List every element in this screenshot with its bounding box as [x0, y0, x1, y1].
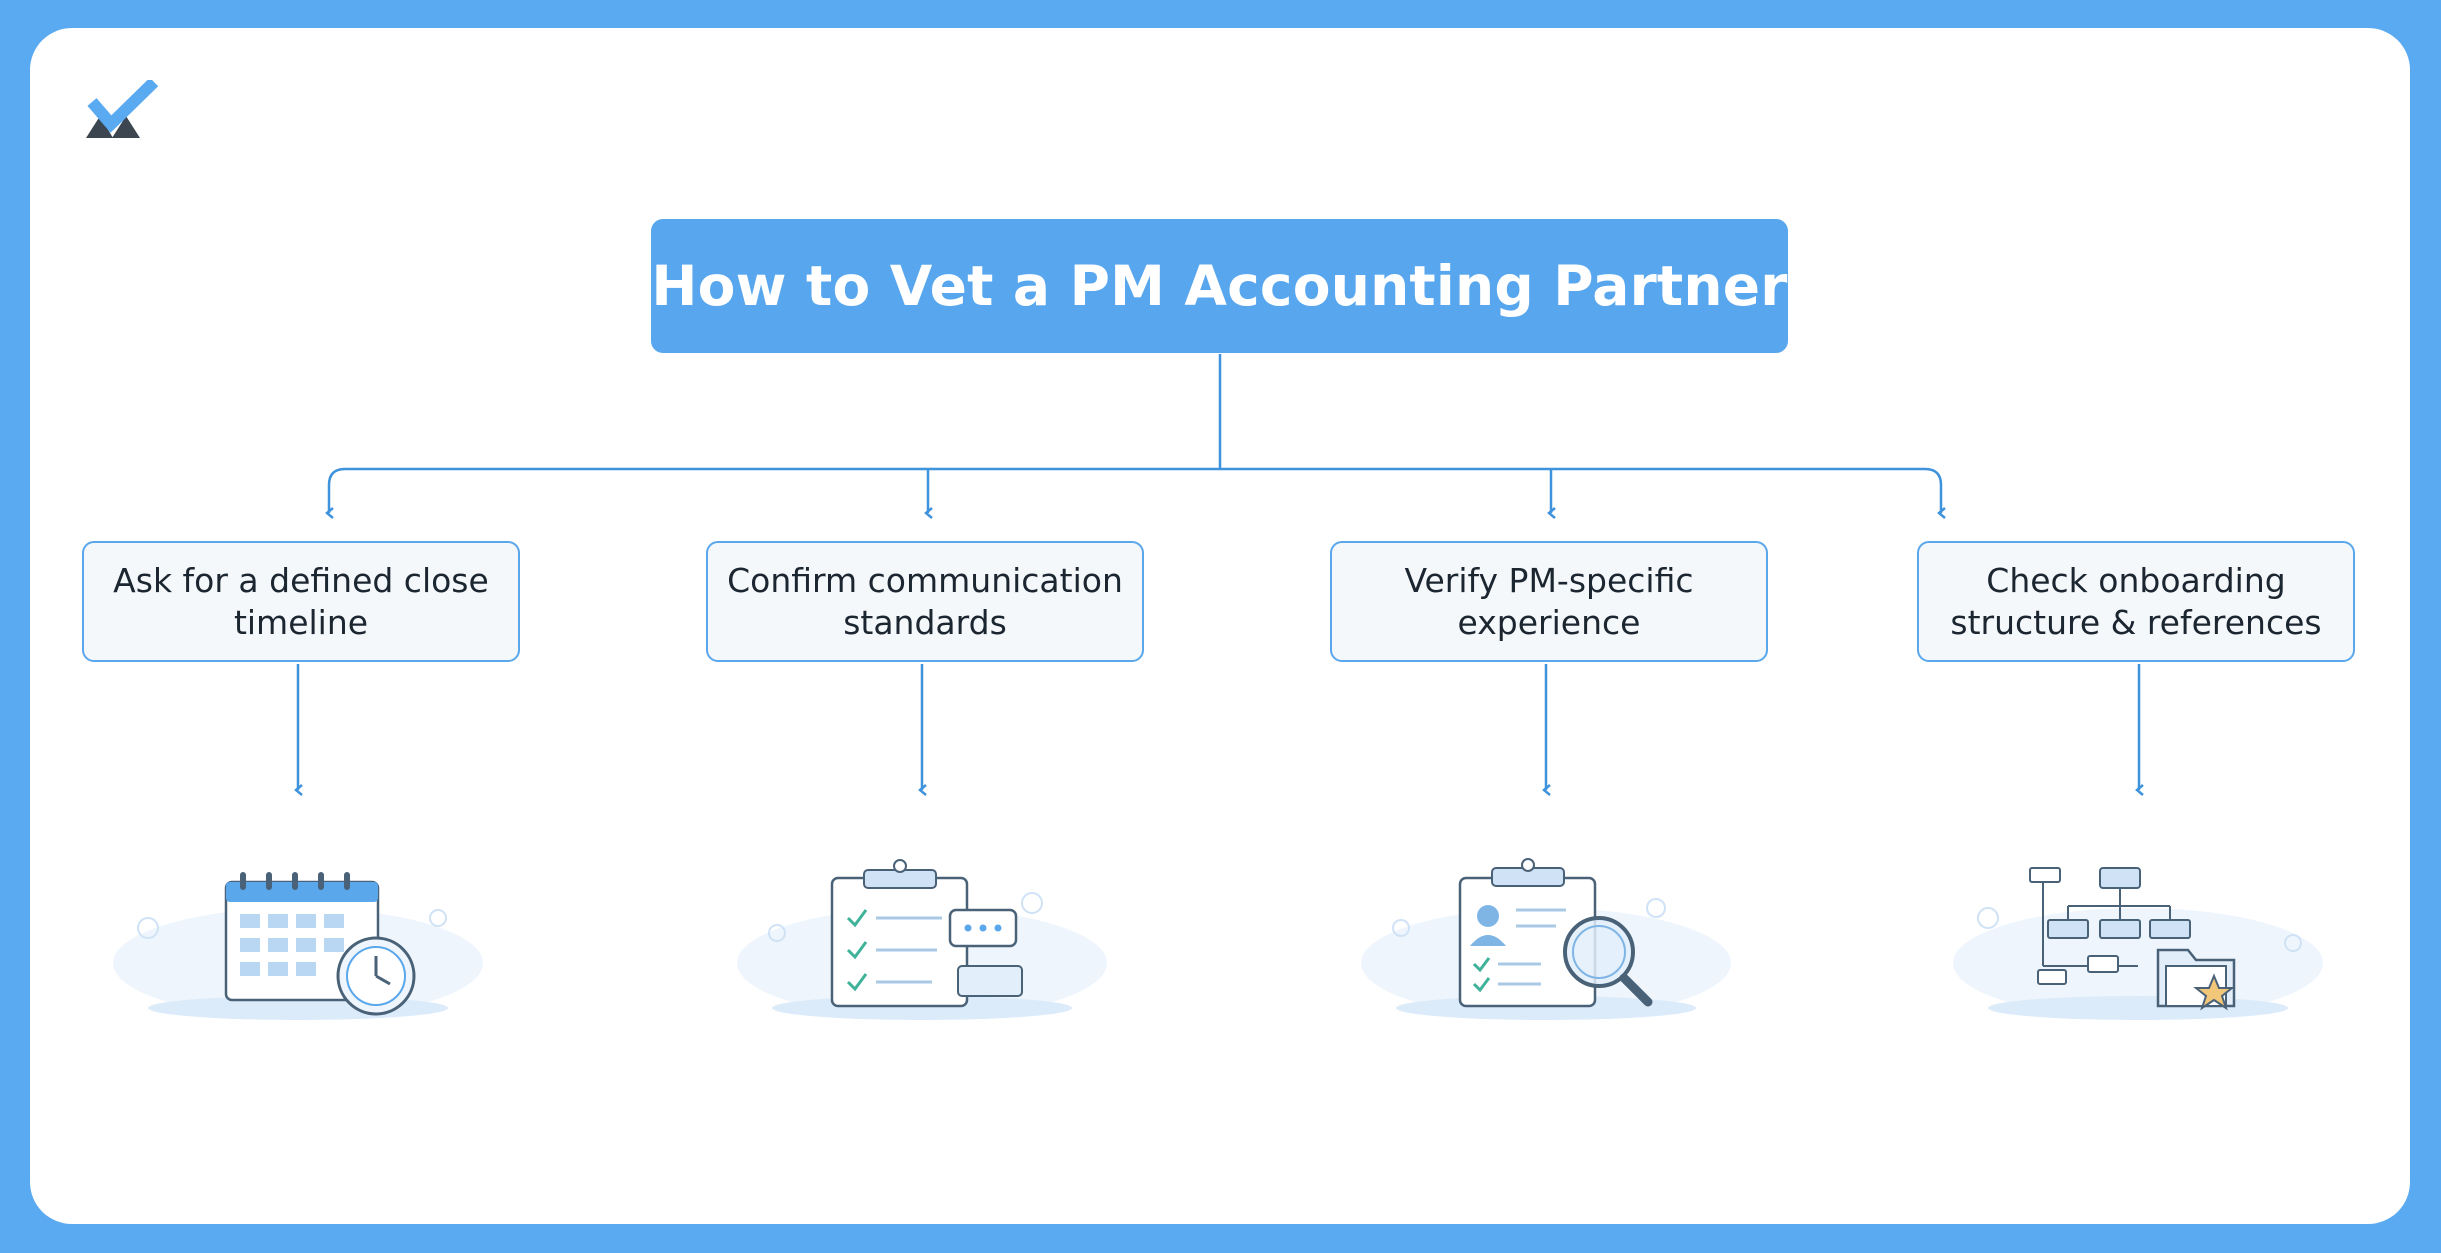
profile-magnifier-icon	[1361, 858, 1731, 1020]
step-label-3: Verify PM-specific experience	[1404, 560, 1694, 642]
step-label-1: Ask for a defined close timeline	[113, 560, 489, 642]
step-label-2: Confirm communication standards	[727, 560, 1123, 642]
step-box-2: Confirm communication standards	[706, 541, 1144, 662]
brand-logo	[86, 80, 159, 138]
step-box-1: Ask for a defined close timeline	[82, 541, 520, 662]
diagram-card: How to Vet a PM Accounting Partner Ask f…	[30, 28, 2410, 1224]
checklist-chat-icon	[737, 859, 1107, 1020]
step-label-4: Check onboarding structure & references	[1950, 560, 2322, 642]
diagram-title: How to Vet a PM Accounting Partner	[651, 254, 1788, 318]
step-box-4: Check onboarding structure & references	[1917, 541, 2355, 662]
diagram-title-box: How to Vet a PM Accounting Partner	[651, 219, 1788, 353]
connector-lines	[294, 354, 2144, 796]
orgchart-folder-star-icon	[1953, 867, 2323, 1020]
step-box-3: Verify PM-specific experience	[1330, 541, 1768, 662]
calendar-clock-icon	[113, 872, 483, 1020]
